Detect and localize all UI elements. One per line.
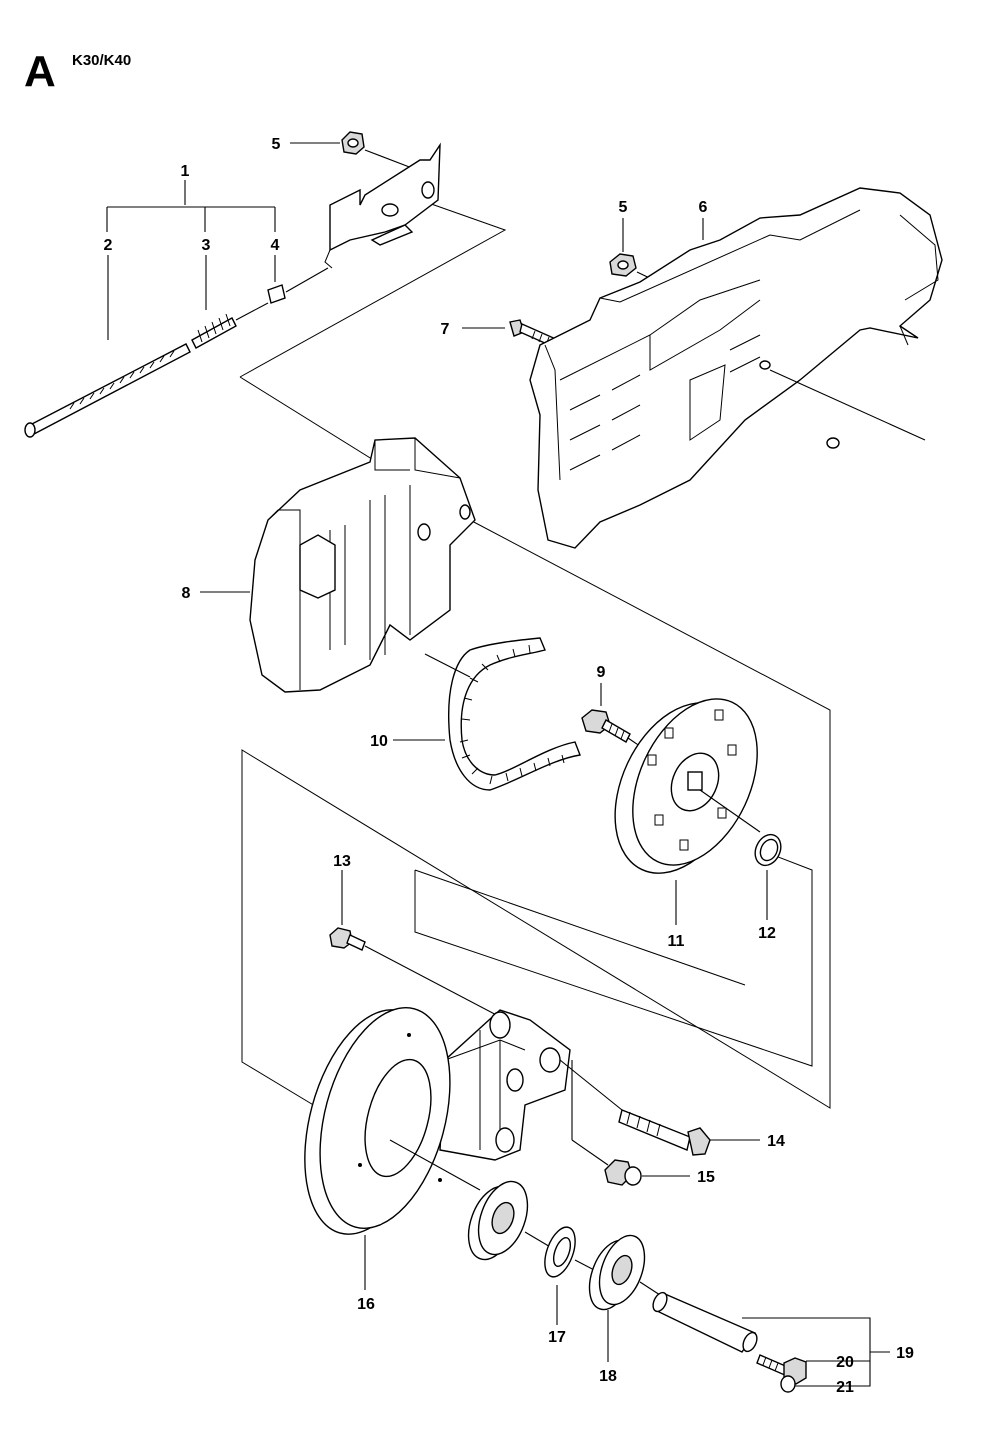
callout-14: 14: [767, 1133, 785, 1150]
callout-8: 8: [182, 585, 191, 602]
callout-10: 10: [370, 733, 388, 750]
adjust-rod-2: [24, 255, 191, 438]
nut-5-top: [290, 131, 413, 169]
bearing-18: [588, 1234, 661, 1362]
bolt-14: [559, 1059, 760, 1156]
model-label: K30/K40: [72, 52, 132, 69]
callout-16: 16: [357, 1296, 375, 1313]
bracket-plate: [324, 142, 441, 269]
square-nut-4: [267, 255, 329, 304]
belt-guard-8: [200, 437, 476, 693]
callout-6: 6: [699, 199, 708, 216]
callout-5-top: 5: [272, 136, 281, 153]
callout-labels: 1 2 3 4 5 5 6 7 8 9 10 11 12 13 14 15 16…: [104, 136, 914, 1396]
callout-5-right: 5: [619, 199, 628, 216]
nut-15: [571, 1060, 690, 1186]
callout-11: 11: [668, 933, 685, 950]
cutter-arm-6: [529, 187, 943, 549]
drive-belt-10: [393, 637, 581, 791]
drive-wheel-16: [304, 1007, 571, 1290]
callout-13: 13: [333, 853, 351, 870]
callout-3: 3: [202, 237, 211, 254]
callout-20: 20: [836, 1354, 854, 1371]
ring-12: [754, 833, 782, 920]
callout-17: 17: [548, 1329, 566, 1346]
callout-15: 15: [697, 1169, 715, 1186]
nut-5-right: [609, 218, 661, 284]
shaft-19: [652, 1291, 890, 1387]
washer-17: [544, 1226, 599, 1325]
spring-3: [191, 255, 269, 349]
bolt-9: [581, 683, 691, 781]
bearing-upper: [467, 1180, 553, 1261]
bracket-1: [106, 180, 276, 232]
callout-9: 9: [597, 664, 606, 681]
callout-19: 19: [896, 1345, 914, 1362]
callout-18: 18: [599, 1368, 617, 1385]
callout-1: 1: [181, 163, 190, 180]
callout-4: 4: [271, 237, 280, 254]
callout-21: 21: [836, 1379, 854, 1396]
sheet-letter: A: [24, 47, 56, 96]
screw-13: [329, 870, 526, 1031]
callout-2: 2: [104, 237, 113, 254]
washer-21: [780, 1375, 830, 1393]
pulley-11: [614, 698, 761, 925]
callout-7: 7: [441, 321, 450, 338]
callout-12: 12: [758, 925, 776, 942]
